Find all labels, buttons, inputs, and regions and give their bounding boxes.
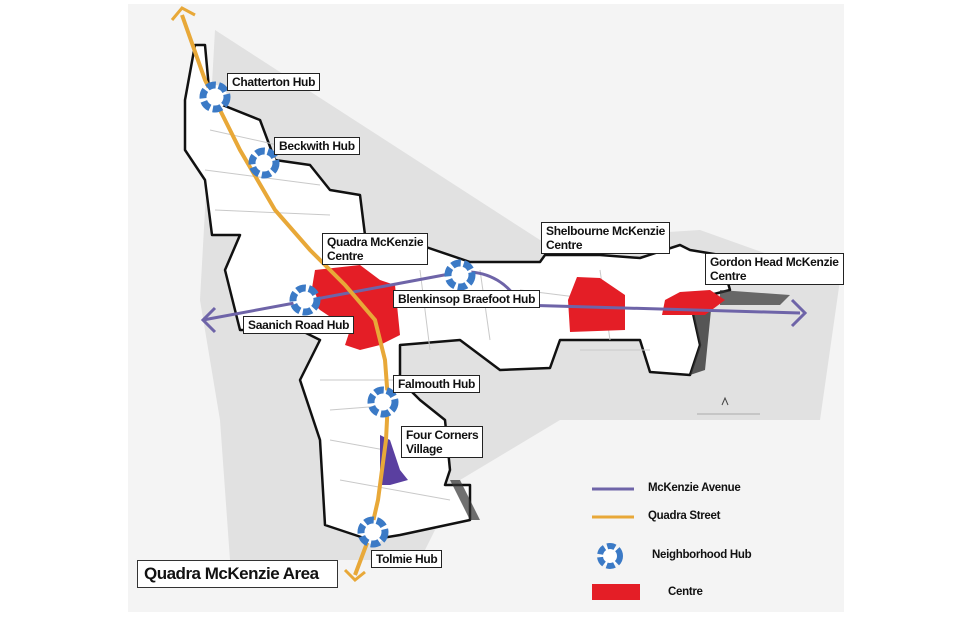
hub-icon	[444, 259, 476, 291]
label-quadra-mckenzie-centre: Quadra McKenzie Centre	[322, 233, 429, 265]
label-saanich-road-hub: Saanich Road Hub	[243, 316, 355, 334]
hub-icon	[248, 147, 280, 179]
north-arrow-icon	[721, 396, 729, 406]
label-falmouth-hub: Falmouth Hub	[393, 375, 481, 393]
label-tolmie-hub: Tolmie Hub	[371, 550, 443, 568]
label-gordon-head-mckenzie-centre: Gordon Head McKenzie Centre	[705, 253, 844, 285]
label-chatterton-hub: Chatterton Hub	[227, 73, 321, 91]
map-title: Quadra McKenzie Area	[137, 560, 338, 588]
label-shelbourne-mckenzie-centre: Shelbourne McKenzie Centre	[541, 222, 670, 254]
hub-icon	[289, 284, 321, 316]
quadra-street-line	[180, 14, 391, 576]
legend-neighborhood-hub: Neighborhood Hub	[652, 549, 752, 561]
hubs	[199, 81, 476, 548]
hub-icon	[199, 81, 231, 113]
hub-icon	[367, 386, 399, 418]
label-four-corners-village: Four Corners Village	[401, 426, 484, 458]
hub-icon	[357, 516, 389, 548]
centre-shelbourne-mckenzie	[568, 277, 625, 332]
legend-centre: Centre	[668, 586, 703, 598]
legend-mckenzie-avenue: McKenzie Avenue	[648, 482, 741, 494]
label-blenkinsop-braefoot-hub: Blenkinsop Braefoot Hub	[393, 290, 541, 308]
legend-quadra-street: Quadra Street	[648, 510, 721, 522]
label-beckwith-hub: Beckwith Hub	[274, 137, 360, 155]
